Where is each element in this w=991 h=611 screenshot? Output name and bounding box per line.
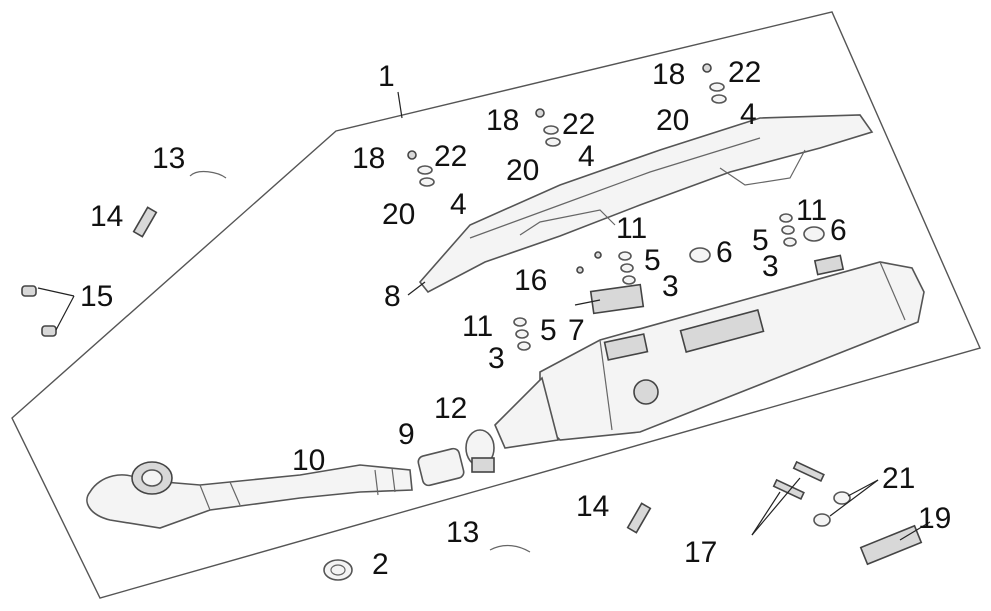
sleeve: [417, 447, 465, 487]
assembly-frame: [11, 11, 981, 599]
callout-18-a: 18: [352, 142, 385, 175]
muffler: [494, 254, 925, 449]
o2-sensor-lower: [626, 502, 652, 534]
callout-18-c: 18: [652, 58, 685, 91]
mount-plate: [589, 283, 645, 315]
callout-14-lower: 14: [576, 490, 609, 523]
callout-labels: 1 2 13 14 15 18 22 20 4 18 22 20 4 18 22…: [80, 56, 951, 581]
callout-9: 9: [398, 418, 415, 451]
callout-2: 2: [372, 548, 389, 581]
hose-clip-upper: [21, 285, 37, 297]
callout-11-center: 11: [616, 212, 647, 245]
o2-sensor-upper: [132, 206, 158, 238]
fastener-stack-3: [702, 63, 727, 104]
fastener-stack-2: [535, 108, 561, 147]
callout-1: 1: [378, 60, 395, 93]
washer-2: [813, 513, 831, 527]
callout-22-a: 22: [434, 140, 467, 173]
bolt-lower: [772, 478, 805, 501]
callout-10: 10: [292, 444, 325, 477]
callout-22-c: 22: [728, 56, 761, 89]
callout-3-center: 3: [662, 270, 679, 303]
callout-20-b: 20: [506, 154, 539, 187]
callout-6-center: 6: [716, 236, 733, 269]
spacer-stack-right: [779, 213, 825, 247]
washer-1: [833, 491, 851, 505]
clip-lower: [489, 544, 531, 553]
callout-5-right: 5: [752, 224, 769, 257]
gasket: [323, 559, 353, 581]
callout-17: 17: [684, 536, 717, 569]
callout-8: 8: [384, 280, 401, 313]
callout-3-left: 3: [488, 342, 505, 375]
screw-16: [576, 251, 602, 274]
leader-lines: [37, 91, 931, 541]
callout-15: 15: [80, 280, 113, 313]
clamp: [465, 429, 495, 473]
callout-16: 16: [514, 264, 547, 297]
callout-22-b: 22: [562, 108, 595, 141]
callout-13-upper: 13: [152, 142, 185, 175]
callout-5-center: 5: [644, 244, 661, 277]
callout-4-b: 4: [578, 140, 595, 173]
callout-18-b: 18: [486, 104, 519, 137]
callout-13-lower: 13: [446, 516, 479, 549]
callout-20-c: 20: [656, 104, 689, 137]
bracket: [859, 524, 923, 566]
callout-11-left: 11: [462, 310, 493, 343]
callout-14-upper: 14: [90, 200, 123, 233]
callout-7: 7: [568, 314, 585, 347]
callout-12: 12: [434, 392, 467, 425]
callout-6-right: 6: [830, 214, 847, 247]
bolt-upper: [792, 460, 825, 483]
heat-shield: [418, 114, 874, 294]
callout-5-left: 5: [540, 314, 557, 347]
spacer-stack-center: [618, 247, 711, 285]
callout-19: 19: [918, 502, 951, 535]
callout-4-c: 4: [740, 98, 757, 131]
callout-4-a: 4: [450, 188, 467, 221]
header-pipe: [86, 461, 413, 529]
clip-upper: [189, 170, 227, 179]
callout-11-right: 11: [796, 194, 827, 227]
callout-21: 21: [882, 462, 915, 495]
hose-clip-lower: [41, 325, 57, 337]
fastener-stack-1: [407, 150, 435, 187]
spacer-stack-left: [513, 317, 531, 351]
callout-3-right: 3: [762, 250, 779, 283]
callout-20-a: 20: [382, 198, 415, 231]
